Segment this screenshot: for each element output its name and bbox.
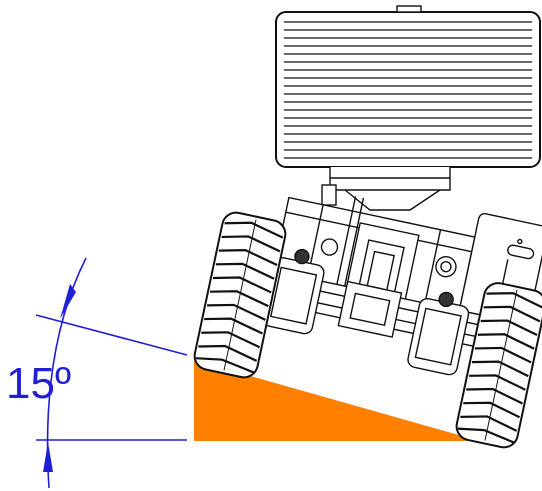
upper-arrowhead xyxy=(60,284,76,319)
left-wheel xyxy=(193,211,287,379)
slope-extension-line xyxy=(35,314,188,356)
slope-ground xyxy=(194,360,480,441)
hopper xyxy=(275,5,541,168)
lower-arrowhead xyxy=(43,442,53,472)
chassis xyxy=(256,196,542,376)
hopper-slats xyxy=(284,21,532,159)
hopper-neck xyxy=(321,167,451,211)
machine xyxy=(193,5,542,449)
angle-dimension xyxy=(35,257,188,489)
right-wheel xyxy=(455,282,542,449)
angle-label: 15º xyxy=(6,359,71,408)
